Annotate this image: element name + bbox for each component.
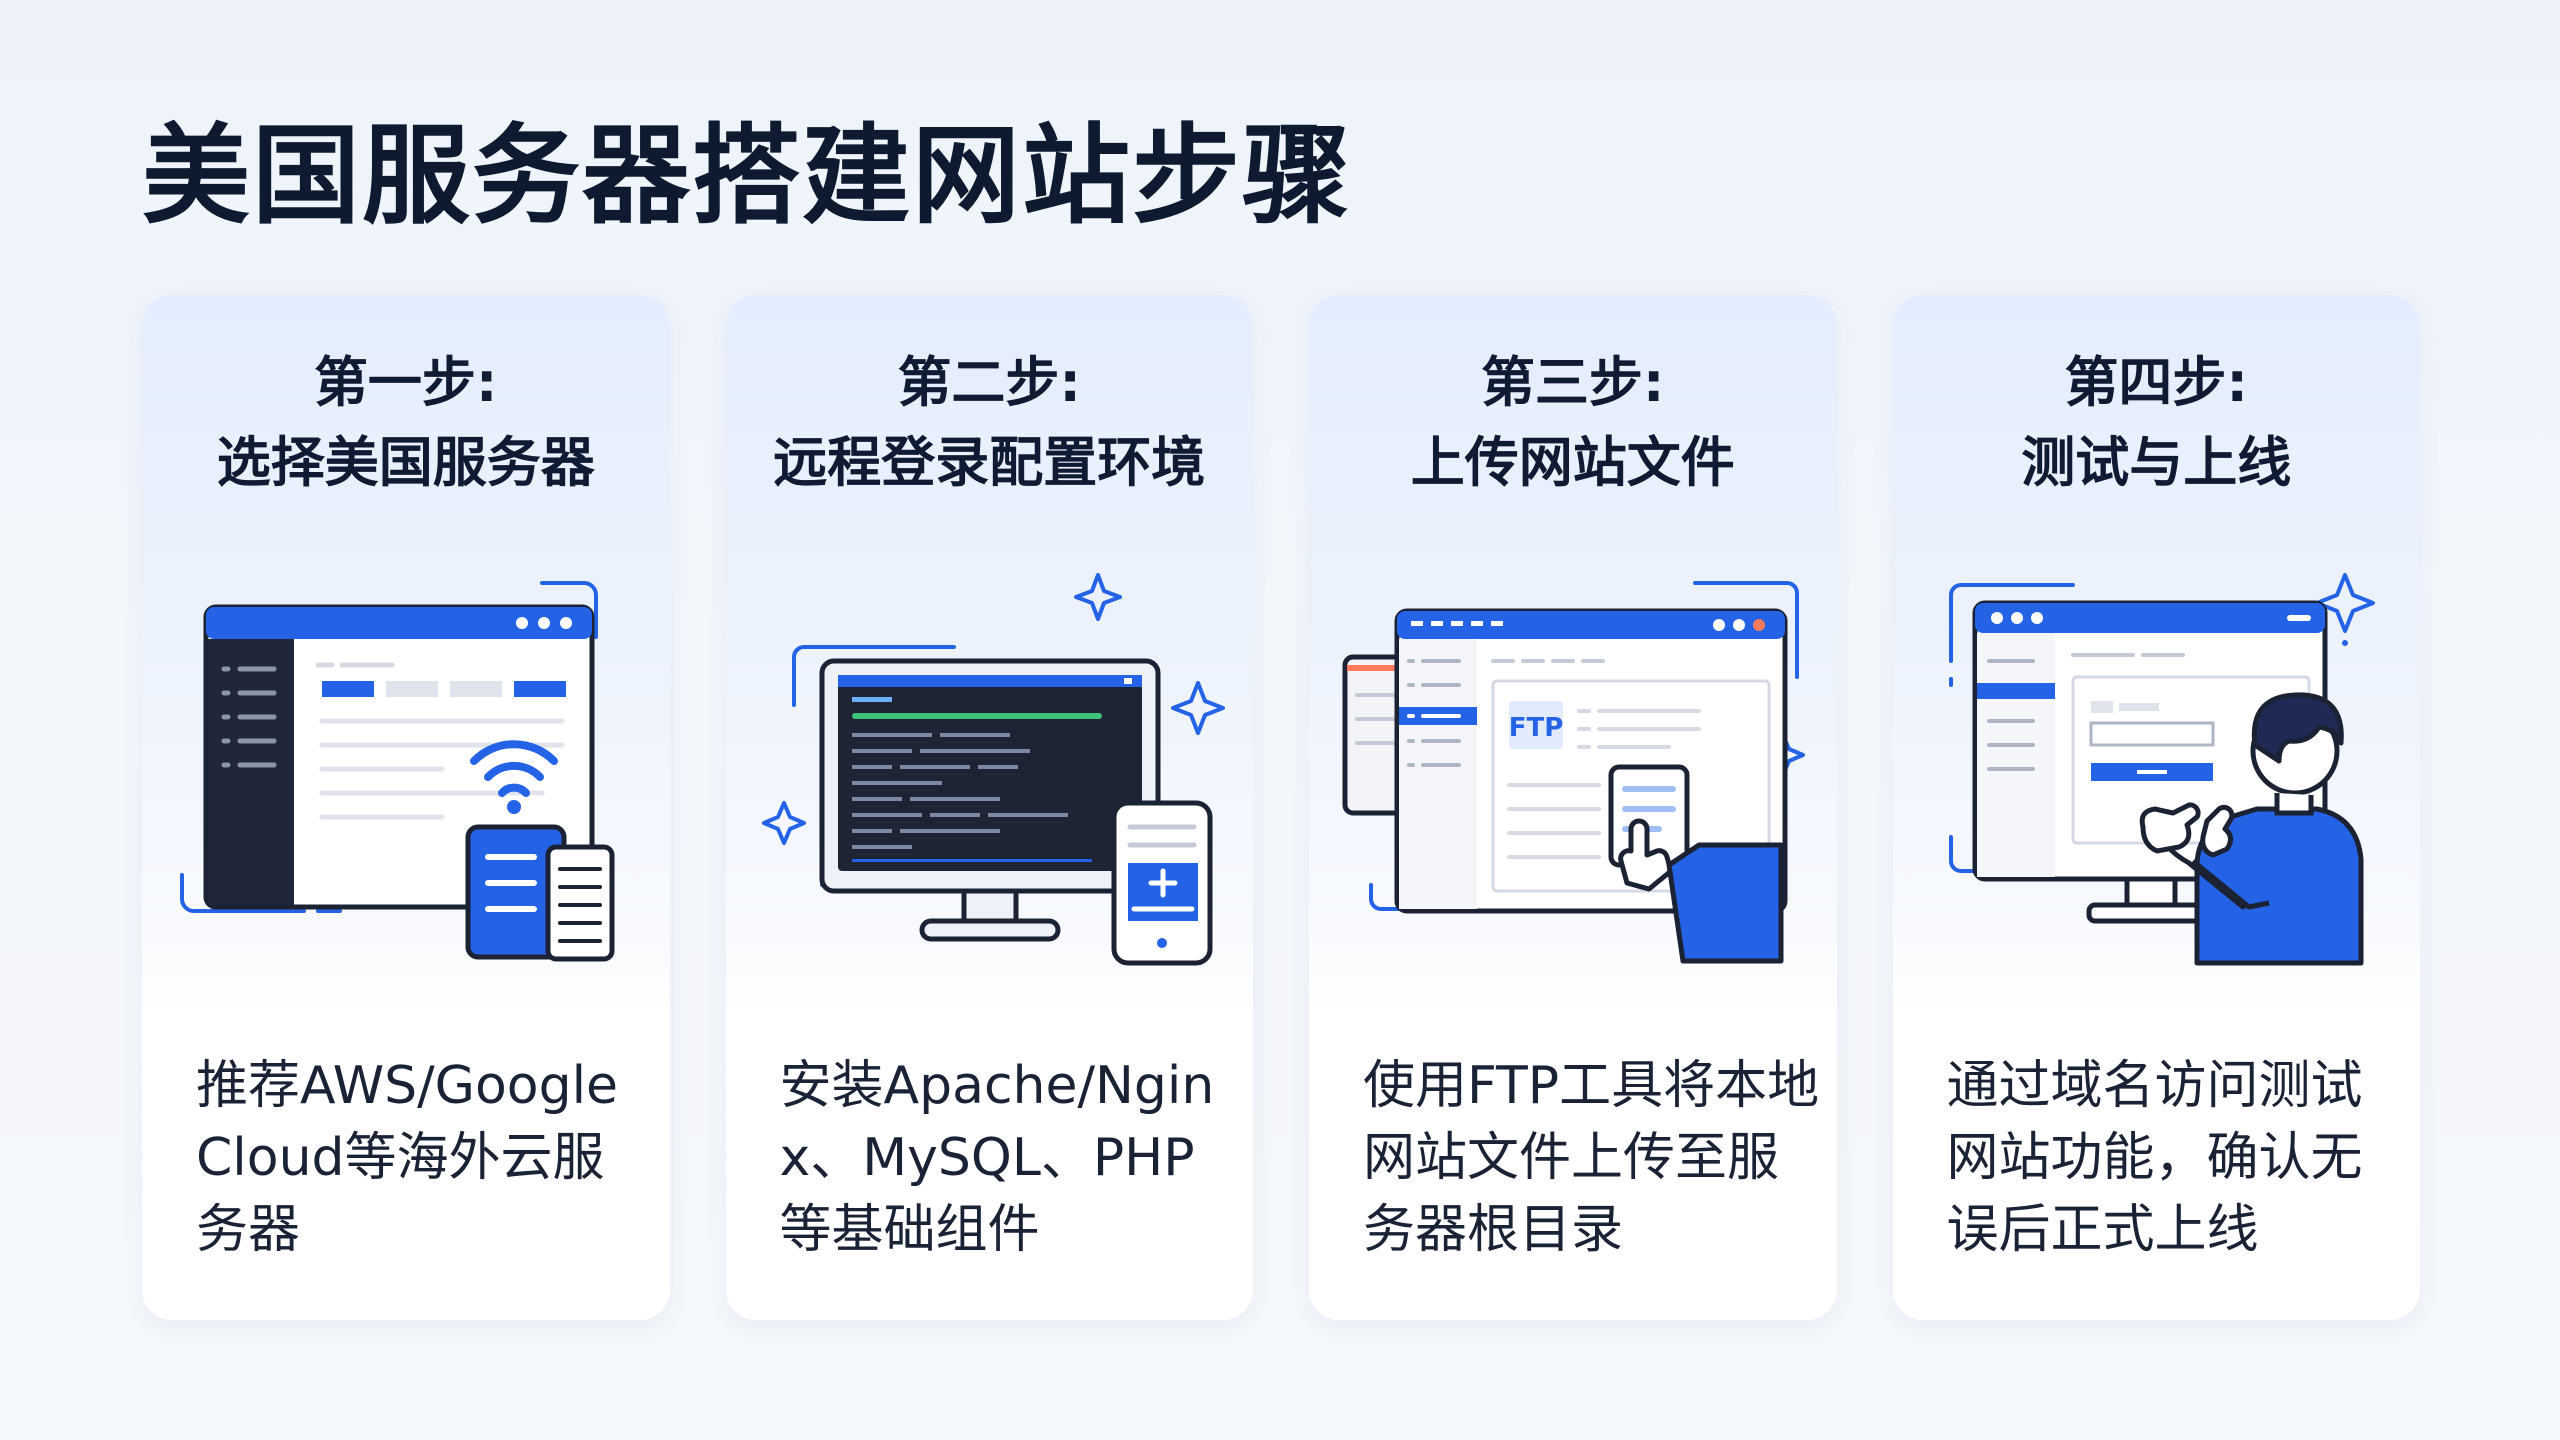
steps-row: 第一步: 选择美国服务器 bbox=[142, 295, 2420, 1320]
desc-line: 推荐AWS/Google bbox=[196, 1056, 619, 1116]
step-heading: 第四步: 测试与上线 bbox=[1893, 343, 2421, 503]
step-heading: 第一步: 选择美国服务器 bbox=[142, 343, 670, 503]
step-heading: 第三步: 上传网站文件 bbox=[1309, 343, 1837, 503]
desc-line: 务器 bbox=[196, 1200, 301, 1260]
desc-line: 等基础组件 bbox=[779, 1200, 1040, 1260]
step-card-3[interactable]: 第三步: 上传网站文件 bbox=[1309, 295, 1837, 1320]
step-label: 第四步: bbox=[2064, 351, 2249, 414]
step-title: 远程登录配置环境 bbox=[773, 431, 1206, 494]
page-title: 美国服务器搭建网站步骤 bbox=[142, 114, 1353, 239]
step-card-1[interactable]: 第一步: 选择美国服务器 bbox=[142, 295, 670, 1320]
step-card-4[interactable]: 第四步: 测试与上线 bbox=[1892, 295, 2421, 1320]
step-description: 安装Apache/Ngin x、MySQL、PHP 等基础组件 bbox=[779, 1050, 1215, 1266]
step-heading: 第二步: 远程登录配置环境 bbox=[726, 343, 1254, 503]
step-label: 第三步: bbox=[1480, 351, 1665, 414]
step-title: 上传网站文件 bbox=[1410, 431, 1735, 494]
desc-line: 通过域名访问测试 bbox=[1946, 1056, 2363, 1116]
ftp-upload-icon: FTP bbox=[1342, 581, 1805, 964]
desc-line: 使用FTP工具将本地 bbox=[1363, 1056, 1820, 1116]
testing-user-icon bbox=[1948, 573, 2375, 966]
desc-line: Cloud等海外云服 bbox=[196, 1128, 605, 1188]
desc-line: 误后正式上线 bbox=[1946, 1200, 2259, 1260]
server-browser-wifi-icon bbox=[180, 581, 615, 962]
step-title: 选择美国服务器 bbox=[216, 431, 595, 494]
terminal-monitor-phone-icon bbox=[761, 573, 1225, 966]
desc-line: 网站文件上传至服 bbox=[1363, 1128, 1780, 1188]
desc-line: 务器根目录 bbox=[1363, 1200, 1624, 1260]
step-description: 推荐AWS/Google Cloud等海外云服 务器 bbox=[196, 1050, 630, 1266]
ftp-badge: FTP bbox=[1509, 713, 1564, 743]
step-description: 使用FTP工具将本地 网站文件上传至服 务器根目录 bbox=[1363, 1050, 1820, 1266]
desc-line: 网站功能，确认无 bbox=[1946, 1128, 2363, 1188]
step-label: 第一步: bbox=[313, 351, 498, 414]
step-card-2[interactable]: 第二步: 远程登录配置环境 bbox=[725, 295, 1254, 1320]
desc-line: x、MySQL、PHP bbox=[779, 1128, 1195, 1188]
desc-line: 安装Apache/Ngin bbox=[779, 1056, 1215, 1116]
step-label: 第二步: bbox=[897, 351, 1082, 414]
step-description: 通过域名访问测试 网站功能，确认无 误后正式上线 bbox=[1947, 1050, 2381, 1266]
step-title: 测试与上线 bbox=[2021, 431, 2292, 494]
